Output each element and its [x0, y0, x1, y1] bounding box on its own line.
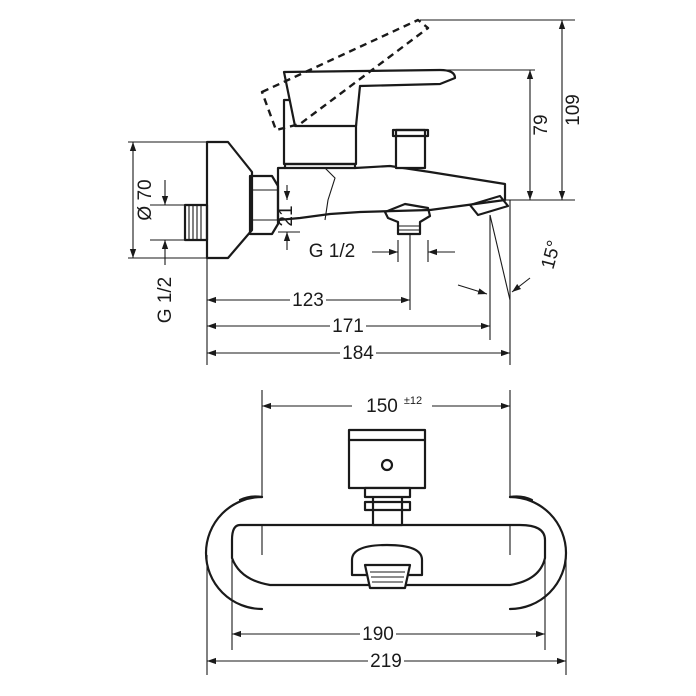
handle-lever — [282, 68, 457, 128]
dim-150: 150 — [366, 396, 398, 417]
inlet-connector — [183, 203, 209, 242]
dim-109: 109 — [563, 94, 584, 126]
dim-diameter-70: Ø 70 — [135, 179, 156, 220]
dim-184: 184 — [342, 343, 374, 364]
handle-indicator — [380, 458, 394, 472]
dim-219: 219 — [370, 651, 402, 672]
dim-15-deg: 15° — [538, 238, 566, 271]
front-diverter — [363, 486, 412, 527]
right-rosette — [508, 495, 568, 611]
front-view: 150 ±12 190 219 — [204, 390, 568, 675]
handle-lever-raised — [260, 18, 430, 132]
dim-171: 171 — [332, 316, 364, 337]
wall-rosette — [205, 140, 254, 260]
hex-nut — [248, 174, 280, 236]
dim-g12-inlet: G 1/2 — [155, 277, 176, 323]
mixer-body — [276, 164, 507, 222]
spout-outlet — [468, 194, 510, 217]
side-view: 109 79 Ø 70 G 1/2 21 G 1/2 15° 123 171 — [128, 18, 584, 365]
dim-21: 21 — [276, 205, 297, 226]
dim-79: 79 — [531, 114, 552, 135]
dim-190: 190 — [362, 624, 394, 645]
left-rosette — [204, 495, 264, 611]
front-body — [230, 523, 547, 587]
dim-123: 123 — [292, 290, 324, 311]
dim-150-tolerance: ±12 — [404, 395, 422, 407]
bottom-outlet — [383, 202, 432, 236]
dim-g12-outlet: G 1/2 — [309, 241, 355, 262]
